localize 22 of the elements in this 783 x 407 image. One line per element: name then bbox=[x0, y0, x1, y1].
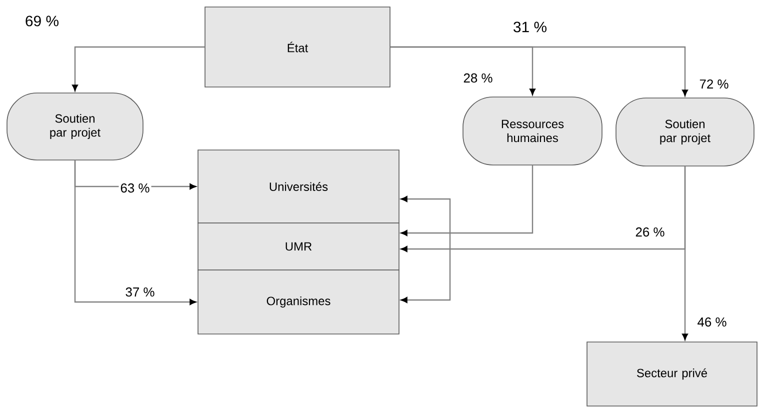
edge-label: 37 % bbox=[124, 286, 156, 298]
process-box: Secteur privé bbox=[586, 342, 758, 406]
arrow bbox=[400, 165, 534, 236]
arrow bbox=[400, 196, 451, 303]
edge-label: 63 % bbox=[118, 182, 152, 194]
edge-label: 72 % bbox=[698, 78, 730, 90]
rounded-box: Ressources humaines bbox=[462, 96, 602, 166]
process-box: UMR bbox=[198, 222, 400, 270]
process-box: Universités bbox=[198, 150, 400, 224]
rounded-box: Soutien par projet bbox=[6, 92, 144, 160]
arrow bbox=[72, 46, 205, 92]
rounded-box: Soutien par projet bbox=[616, 98, 754, 166]
arrow bbox=[74, 160, 196, 305]
process-box: État bbox=[204, 6, 390, 88]
arrow bbox=[682, 166, 688, 340]
edge-label: 69 % bbox=[23, 14, 61, 28]
arrow bbox=[390, 46, 688, 96]
edge-label: 28 % bbox=[462, 72, 494, 84]
edge-label: 26 % bbox=[634, 226, 666, 238]
percent-label: 31 % bbox=[511, 20, 549, 34]
edge-label: 46 % bbox=[696, 316, 728, 328]
process-box: Organismes bbox=[198, 270, 400, 334]
